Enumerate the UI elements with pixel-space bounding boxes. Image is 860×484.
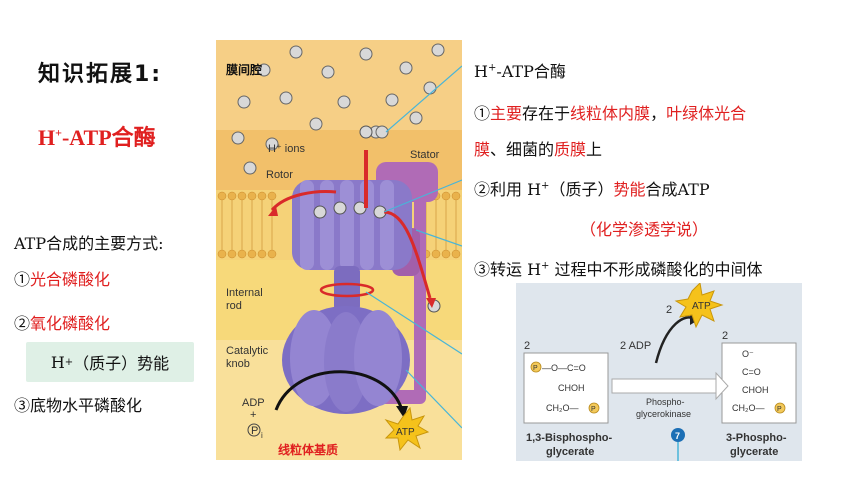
p1-main: 主要 [490,104,523,123]
p3-rest: 过程中不形成磷酸化的中间体 [549,260,763,279]
rotor-ring [292,180,412,270]
internal-rod-label-1: Internal [226,287,263,299]
p2-plus: + [541,180,550,192]
catalytic-knob [282,306,410,414]
p2-proton: （质子） [549,180,614,199]
enzyme-name-1: Phospho- [646,397,685,407]
right-name-1: 3-Phospho- [726,432,787,444]
mode-2: ②氧化磷酸化 [14,310,110,334]
pi-label: P [251,425,258,437]
h-ion-dots [231,43,445,175]
right-heading-rest: -ATP合酶 [496,62,566,81]
mode-2-num: ② [14,314,31,333]
p1-plasma: 质膜 [554,140,587,159]
proton-plus: + [64,356,74,368]
reaction-arrow [274,370,404,411]
point-3: ③转运 H+ 过程中不形成磷酸化的中间体 [474,256,763,280]
catalytic-knob-label-2: knob [226,358,250,370]
inset-adp-label: 2 ADP [620,340,651,352]
enzyme-name-2: glycerokinase [636,409,691,419]
internal-rod [334,266,360,312]
step-number: 7 [675,431,680,441]
proton-rest: （质子）势能 [73,354,170,373]
enzyme-rest: -ATP合酶 [61,125,156,150]
enzyme-plus: + [55,125,62,140]
mode-1-text: 光合磷酸化 [30,270,111,289]
point-2: ②利用 H+（质子）势能合成ATP [474,176,710,200]
p1-exist: 存在于 [522,104,571,123]
inset-atp-count: 2 [666,304,672,316]
matrix-label: 线粒体基质 [278,442,338,457]
slide-title: 知识拓展1: [38,62,163,87]
p2-potential: 势能 [613,180,646,199]
modes-heading: ATP合成的主要方式: [14,234,164,253]
left-choh: CHOH [558,383,585,393]
adp-atp-arrow [654,316,695,364]
p2-use: ②利用 H [474,180,542,199]
point-1-line-1: ①主要存在于线粒体内膜，叶绿体光合 [474,100,746,124]
stator-arm [414,170,426,400]
rotor-label: Rotor [266,169,293,181]
h-ions-label: H⁺ ions [268,143,305,155]
proton-potential-box: H+（质子）势能 [26,342,194,382]
internal-rod-label-2: rod [226,300,242,312]
left-name-2: glycerate [546,446,594,458]
stator-label: Stator [410,149,440,161]
atp-synthase-figure: 膜间腔 H⁺ ions Stator Rotor Internal rod Ca… [216,40,462,460]
intermembrane-label: 膜间腔 [226,62,262,77]
right-p-bottom: P [777,406,782,413]
right-count: 2 [722,330,728,342]
pi-circle [247,423,261,437]
right-co: C=O [742,367,761,377]
right-heading: H+-ATP合酶 [474,58,566,82]
enzyme-h: H [38,125,56,150]
step-badge [671,428,685,442]
p1-mito: 线粒体内膜 [570,104,651,123]
catalytic-knob-label-1: Catalytic [226,345,269,357]
left-p-top: P [533,365,538,372]
right-heading-h: H [474,62,488,81]
right-ch2o: CH₂O— [732,403,765,413]
right-name-2: glycerate [730,446,778,458]
right-heading-plus: + [487,62,497,74]
pi-sub: i [261,431,263,440]
mode-3: ③底物水平磷酸化 [14,396,143,415]
chemiosmotic-theory: （化学渗透学说） [580,220,709,239]
mode-2-text: 氧化磷酸化 [30,314,111,333]
right-o-minus: O⁻ [742,349,754,359]
inset-atp-star [674,281,724,329]
atp-star [384,406,430,452]
p1-chloro: 叶绿体光合 [666,104,747,123]
inset-atp-label: ATP [692,301,711,312]
enzyme-name: H+-ATP合酶 [38,120,156,152]
p1-num: ① [474,104,491,123]
p3-plus: + [541,260,550,272]
p1-comma: ， [650,104,667,123]
p3-transport: ③转运 H [474,260,542,279]
p1-bacteria: 、细菌的 [490,140,555,159]
proton-path-arrow [383,210,432,299]
proton-h: H [50,352,65,372]
glycolysis-inset: 2 ATP 2 ADP 2 2 P —O—C=O CHOH CH₂O— P O⁻… [516,281,802,461]
point-1-line-2: 膜、细菌的质膜上 [474,136,602,160]
left-ch2o: CH₂O— [546,403,579,413]
mode-1: ①光合磷酸化 [14,266,110,290]
atp-star-label: ATP [396,427,415,438]
left-count: 2 [524,340,530,352]
mode-1-num: ① [14,270,31,289]
adp-label: ADP [242,397,265,409]
plus-label: + [250,409,256,421]
left-name-1: 1,3-Bisphospho- [526,432,613,444]
p2-synth: 合成ATP [645,180,710,199]
reaction-bar [611,378,717,394]
right-choh: CHOH [742,385,769,395]
p1-membrane: 膜 [474,140,491,159]
p1-on: 上 [586,140,603,159]
left-p-bottom: P [591,406,596,413]
left-carboxyl: —O—C=O [542,363,586,373]
